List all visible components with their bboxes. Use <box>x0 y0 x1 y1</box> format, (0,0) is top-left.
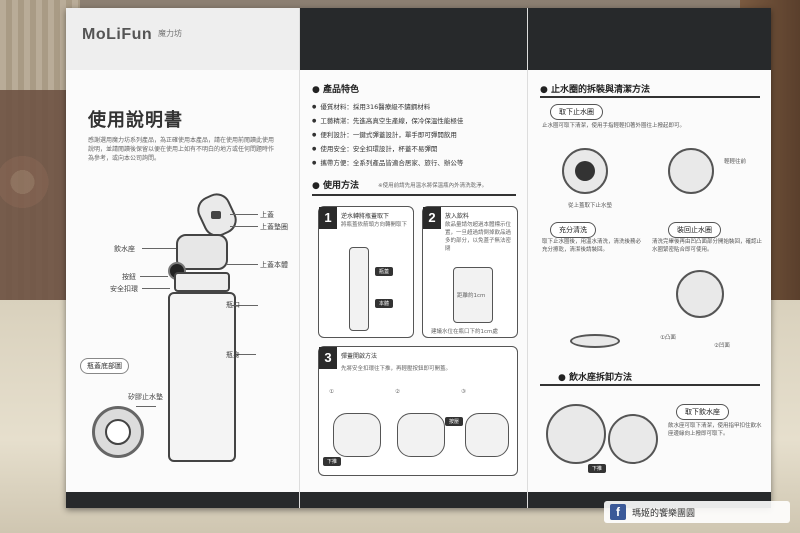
instruction-brochure: MoLiFun 魔力坊 使用說明書 感謝選用魔力坊系列產品，為正確使用本產品，請… <box>66 8 771 508</box>
step-1-card: 1 逆水轉將瓶蓋取下 將瓶蓋依箭頭方向轉開取下 瓶蓋 本體 <box>318 206 414 338</box>
label-cap-body: 上蓋本體 <box>260 261 288 269</box>
label-silicone-seal: 矽膠止水墊 <box>128 393 163 401</box>
lid-button-illustration <box>211 211 221 219</box>
cap-illustration <box>397 413 445 457</box>
bottle-body-illustration <box>168 292 236 462</box>
fill-caption: 建議水位在瓶口下約1cm處 <box>431 329 498 335</box>
bottle-illustration <box>349 247 369 331</box>
seal-center-illustration <box>575 161 595 181</box>
cap-refit-illustration <box>676 270 724 318</box>
remove-spout-text: 飲水座可取下清潔，使用指甲扣住飲水座邊緣向上撥即可取下。 <box>668 423 762 437</box>
spout-title: ● 飲水座拆卸方法 <box>558 373 633 383</box>
bottom-band <box>66 492 299 508</box>
step-number: 1 <box>319 207 337 229</box>
seal-note: 從上蓋取下止水墊 <box>568 203 613 209</box>
silicone-seal-illustration <box>105 419 131 445</box>
seal-ring-illustration <box>570 334 620 348</box>
step-2-card: 2 放入飲料 飲品量請勿超過本體標示位置，一旦超過請倒掉飲品過多的部分，以免蓋子… <box>422 206 518 338</box>
step-number: 2 <box>423 207 441 229</box>
step-marker: ① <box>329 389 334 395</box>
tag-push: 下推 <box>588 464 607 473</box>
watermark-text: 瑪姬的饗樂團圓 <box>632 508 696 519</box>
rinse-label: 充分清洗 <box>550 222 596 238</box>
cap-bottom-illustration <box>92 406 144 458</box>
step-marker: ③ <box>461 389 466 395</box>
top-band <box>66 8 299 70</box>
refit-label: 裝回止水圈 <box>668 222 721 238</box>
label-lid-gasket: 上蓋墊圈 <box>260 223 288 231</box>
step-text: 將瓶蓋依箭頭方向轉開取下 <box>341 222 408 228</box>
feature-item: 使用安全：安全扣環設計，杯蓋不易彈開 <box>312 142 517 156</box>
page-title: 使用說明書 <box>88 110 183 131</box>
step-title: 彈蓋開啟方法 <box>341 353 378 360</box>
feature-item: 優質材料：採用316醫療級不鏽鋼材料 <box>312 100 517 114</box>
label-convex: ①凸面 <box>660 335 676 341</box>
step-title: 逆水轉將瓶蓋取下 <box>341 213 390 220</box>
top-band <box>528 8 771 70</box>
cap-illustration <box>333 413 381 457</box>
feature-item: 工藝精湛：先進高真空生產線，保冷保溫性能極佳 <box>312 114 517 128</box>
brand-logo: MoLiFun <box>82 26 153 43</box>
arrow-label: 輕輕往前 <box>724 159 747 165</box>
label-lid: 上蓋 <box>260 211 274 219</box>
feature-item: 便利設計：一鍵式彈蓋設計，單手即可彈開飲用 <box>312 128 517 142</box>
spout-illustration <box>546 404 606 464</box>
bottle-neck-illustration <box>174 272 230 292</box>
panel-cleaning: ● 止水圈的拆裝與清潔方法 取下止水圈 止水圈可取下清潔，使用手指輕輕扣著外圈往… <box>528 8 771 508</box>
step-marker: ② <box>395 389 400 395</box>
section-divider <box>540 384 760 386</box>
tag-press: 按壓 <box>445 417 464 426</box>
panel-overview: MoLiFun 魔力坊 使用說明書 感謝選用魔力坊系列產品，為正確使用本產品，請… <box>66 8 300 508</box>
feature-item: 攜帶方便：全系列產品皆適合居家、旅行、辦公等 <box>312 156 517 170</box>
label-bottle-mouth: 瓶口 <box>226 301 240 309</box>
label-concave: ②凹面 <box>714 343 730 349</box>
features-list: 優質材料：採用316醫療級不鏽鋼材料 工藝精湛：先進高真空生產線，保冷保溫性能極… <box>312 100 517 170</box>
bottle-illustration <box>453 267 493 323</box>
top-band <box>300 8 527 70</box>
usage-title: ● 使用方法 <box>312 181 360 191</box>
tag-push: 下推 <box>323 457 342 466</box>
section-divider <box>312 194 516 196</box>
step-text: 飲品量請勿超過本體標示位置，一旦超過請倒掉飲品過多的部分，以免蓋子無法密閉 <box>445 222 512 252</box>
bottle-cap-illustration <box>176 234 228 270</box>
panel-features-usage: ● 產品特色 優質材料：採用316醫療級不鏽鋼材料 工藝精湛：先進高真空生產線，… <box>300 8 528 508</box>
step-3-card: 3 彈蓋開啟方法 先將安全扣環往下推，再輕壓按鈕即可開蓋。 ① ② ③ 下推 按… <box>318 346 518 476</box>
usage-note: ※使用前請先用溫水將保溫瓶內外清洗乾淨。 <box>378 183 488 189</box>
bottom-view-tag: 瓶蓋底部圖 <box>80 358 129 374</box>
section-divider <box>540 96 760 98</box>
label-safety-lock: 安全扣環 <box>110 285 138 293</box>
remove-seal-text: 止水圈可取下清潔，使用手指輕輕扣著外圈往上撥起即可。 <box>542 123 686 129</box>
features-title: ● 產品特色 <box>312 85 360 95</box>
facebook-icon: f <box>610 504 626 520</box>
refit-text: 清洗完畢後再由凹凸面部分開始裝回，確認止水圈緊密貼合即可使用。 <box>652 239 763 253</box>
spout-illustration <box>608 414 658 464</box>
rinse-text: 取下止水圈後，用溫水清洗，清洗後務必充分擦乾，清潔後請裝回。 <box>542 239 642 253</box>
seal-title: ● 止水圈的拆裝與清潔方法 <box>540 85 651 95</box>
step-number: 3 <box>319 347 337 369</box>
label-bottle-body: 瓶身 <box>226 351 240 359</box>
step-title: 放入飲料 <box>445 213 470 220</box>
remove-spout-label: 取下飲水座 <box>676 404 729 420</box>
cap-seal-illustration <box>668 148 714 194</box>
tag-cap: 瓶蓋 <box>375 267 394 276</box>
label-button: 按鈕 <box>122 273 136 281</box>
background-cushion <box>0 90 75 320</box>
label-spout: 飲水座 <box>114 245 135 253</box>
tag-body: 本體 <box>375 299 394 308</box>
intro-text: 感謝選用魔力坊系列產品，為正確使用本產品，請在使用前閱讀此使用說明，並請閱讀後保… <box>88 137 275 162</box>
watermark: f 瑪姬的饗樂團圓 <box>604 501 790 523</box>
brand-logo-sub: 魔力坊 <box>158 29 182 38</box>
bottom-band <box>300 492 527 508</box>
step-text: 先將安全扣環往下推，再輕壓按鈕即可開蓋。 <box>341 366 452 372</box>
fill-mark: 距離約1cm <box>457 293 486 299</box>
remove-seal-label: 取下止水圈 <box>550 104 603 120</box>
cap-illustration <box>465 413 509 457</box>
